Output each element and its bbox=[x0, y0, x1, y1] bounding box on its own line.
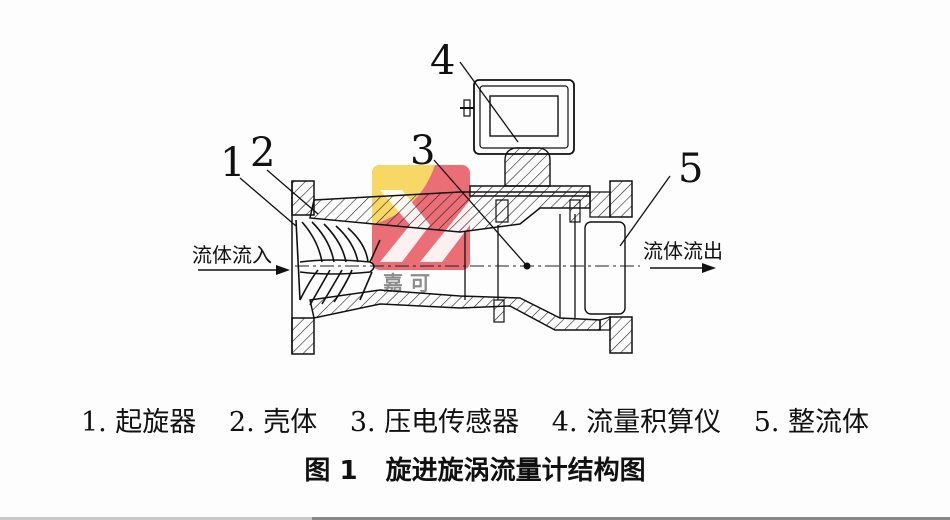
legend-item-straightener: 5. 整流体 bbox=[753, 407, 870, 438]
inflow-label: 流体流入 bbox=[192, 243, 272, 267]
body-top-wall bbox=[309, 191, 591, 233]
callout-5: 5 bbox=[678, 146, 703, 192]
parts-legend: 1. 起旋器 2. 壳体 3. 压电传感器 4. 流量积算仪 5. 整流体 bbox=[0, 400, 950, 439]
callout-numbers: 1 2 3 4 5 bbox=[220, 38, 703, 192]
outlet-flange bbox=[589, 180, 633, 354]
callout-2: 2 bbox=[250, 130, 275, 176]
inflow-arrow-icon bbox=[276, 265, 290, 275]
figure-number: 图 1 bbox=[304, 456, 358, 486]
callout-3: 3 bbox=[410, 128, 435, 174]
figure-title: 旋进旋涡流量计结构图 bbox=[385, 456, 646, 486]
legend-item-swirler: 1. 起旋器 bbox=[80, 407, 197, 438]
flow-totalizer bbox=[460, 79, 575, 155]
body-bottom-wall bbox=[309, 289, 601, 331]
swirler bbox=[295, 219, 381, 306]
sensor-fittings bbox=[493, 199, 581, 323]
figure-caption: 图 1 旋进旋涡流量计结构图 bbox=[0, 450, 950, 487]
flowmeter-structure-diagram: 嘉 可 bbox=[192, 38, 723, 355]
legend-item-piezo-sensor: 3. 压电传感器 bbox=[349, 407, 520, 438]
flow-straightener bbox=[584, 221, 626, 315]
legend-item-totalizer: 4. 流量积算仪 bbox=[551, 407, 722, 438]
outflow-arrow-icon bbox=[702, 263, 716, 273]
callout-4: 4 bbox=[430, 38, 455, 84]
leader-lines bbox=[239, 61, 671, 267]
scrollbar-thumb[interactable] bbox=[312, 517, 950, 520]
outflow-label: 流体流出 bbox=[643, 239, 723, 263]
legend-item-housing: 2. 壳体 bbox=[228, 407, 318, 438]
callout-1: 1 bbox=[220, 140, 245, 186]
scrollbar-track bbox=[0, 517, 312, 520]
throat-section bbox=[464, 214, 576, 318]
